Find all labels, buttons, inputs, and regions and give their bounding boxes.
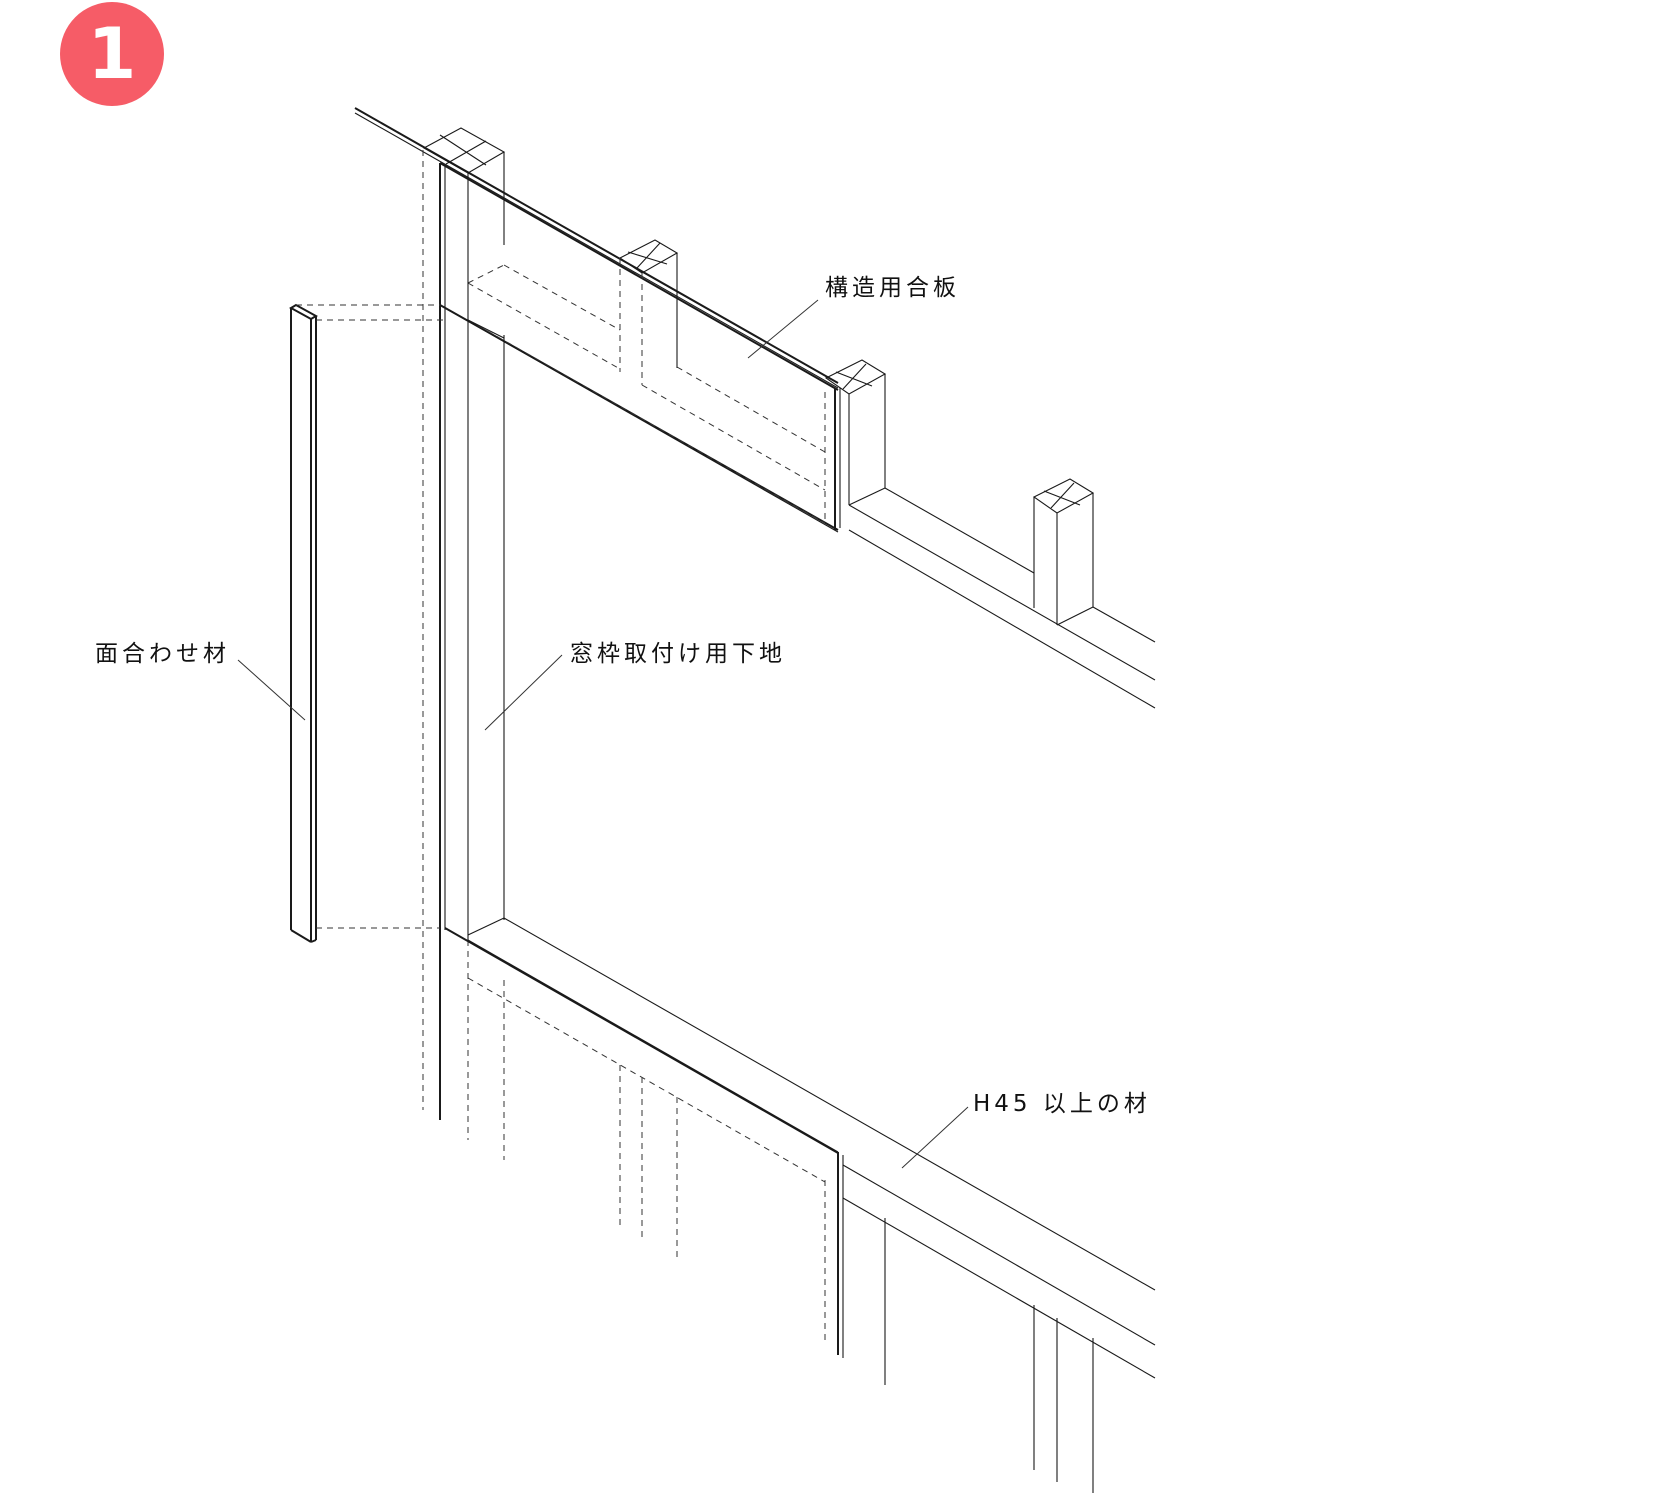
hidden-lower — [468, 978, 825, 1260]
hidden-header — [468, 265, 825, 523]
post-2 — [620, 240, 677, 385]
step-badge: 1 — [60, 2, 164, 106]
label-facing-material: 面合わせ材 — [95, 641, 230, 667]
leader-lines — [238, 300, 968, 1168]
top-beam — [355, 108, 838, 388]
post-3 — [826, 360, 885, 505]
label-window-frame-base: 窓枠取付け用下地 — [570, 641, 786, 667]
post-4 — [1034, 479, 1093, 625]
post-1 — [424, 128, 504, 260]
label-h45-material: H45 以上の材 — [973, 1091, 1151, 1117]
left-studs — [423, 150, 504, 1160]
label-structural-plywood: 構造用合板 — [825, 275, 960, 301]
facing-board — [291, 305, 445, 942]
upper-rail — [849, 488, 1155, 708]
structural-plywood-panel — [440, 163, 840, 530]
window-frame-base — [445, 308, 1155, 1290]
lower-rail — [825, 1152, 1155, 1493]
